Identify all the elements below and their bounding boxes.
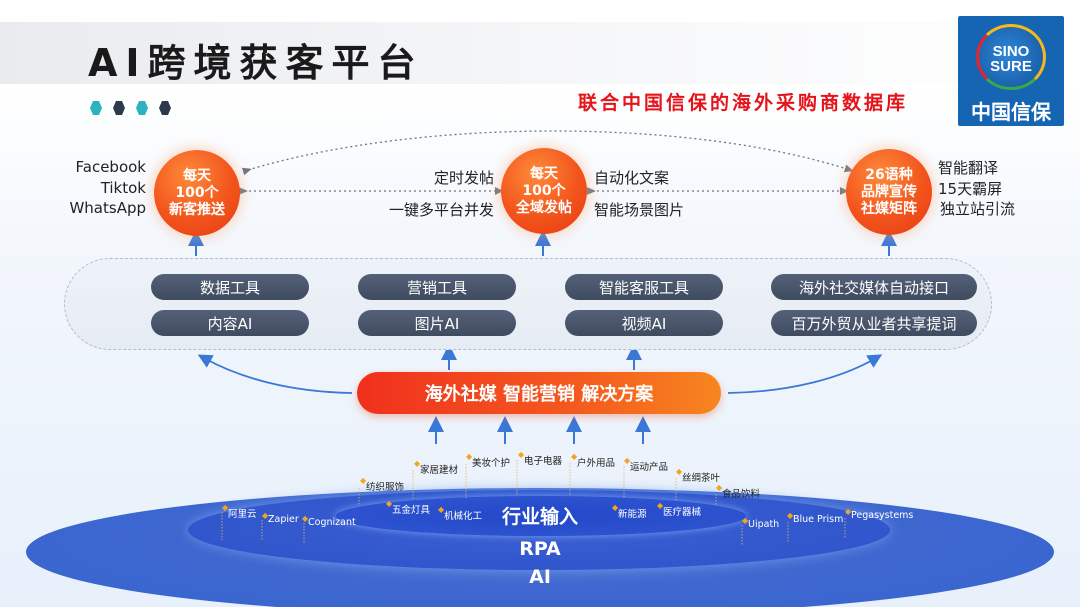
layer-industry [336, 496, 746, 536]
page-title: AI跨境获客平台 [88, 41, 424, 85]
curved-arrow-left [197, 354, 353, 394]
label-ai: AI [529, 566, 551, 588]
industry-label: ◆户外用品 [571, 452, 616, 469]
node3-side-right: 智能翻译 15天霸屏 独立站引流 [938, 158, 1038, 220]
tool-marketing: 营销工具 [358, 274, 516, 300]
node-line: 每天 [530, 165, 558, 182]
subtitle: 联合中国信保的海外采购商数据库 [578, 92, 909, 114]
curved-arrow-right [727, 354, 883, 394]
industry-label: ◆家居建材 [414, 459, 459, 476]
tool-customer-service: 智能客服工具 [565, 274, 723, 300]
platform-label: ◆Uipath [742, 516, 780, 530]
title-band [0, 22, 1080, 84]
industry-label: ◆食品饮料 [716, 483, 761, 500]
tool-content-ai: 内容AI [151, 310, 309, 336]
platform-label: ◆Zapier [262, 511, 299, 525]
sinosure-logo: SINO SURE 中国信保 [958, 16, 1064, 126]
hexagon-icon [90, 101, 102, 115]
industry-label: ◆医疗器械 [657, 501, 702, 518]
side-label: 15天霸屏 [938, 179, 1003, 198]
label-rpa: RPA [519, 538, 561, 560]
node-line: 品牌宣传 [861, 183, 917, 200]
tool-image-ai: 图片AI [358, 310, 516, 336]
industry-label: ◆电子电器 [518, 450, 563, 467]
industry-label: ◆丝绸茶叶 [676, 467, 721, 484]
platform-label: ◆Blue Prism [787, 511, 844, 525]
node-new-customers: 每天 100个 新客推送 [154, 150, 240, 236]
node1-side-left: Facebook Tiktok WhatsApp [60, 157, 146, 219]
node-line: 社媒矩阵 [861, 200, 917, 217]
side-label: 自动化文案 [594, 169, 670, 187]
hexagon-icon [159, 101, 171, 115]
tool-data: 数据工具 [151, 274, 309, 300]
decorative-dots [90, 101, 171, 115]
node-brand-matrix: 26语种 品牌宣传 社媒矩阵 [846, 149, 932, 235]
node-line: 100个 [522, 182, 566, 199]
industry-label: ◆机械化工 [438, 505, 483, 522]
hexagon-icon [113, 101, 125, 115]
solution-banner: 海外社媒 智能营销 解决方案 [357, 372, 721, 414]
side-label: Facebook [75, 158, 146, 176]
side-label: 智能场景图片 [594, 201, 685, 219]
platform-label: ◆Cognizant [302, 514, 356, 528]
industry-label: ◆运动产品 [624, 456, 669, 473]
logo-en-text: SINO SURE [972, 44, 1050, 74]
tool-video-ai: 视频AI [565, 310, 723, 336]
side-label: 一键多平台并发 [388, 201, 494, 219]
tool-shared-prompts: 百万外贸从业者共享提词 [771, 310, 977, 336]
node-line: 新客推送 [169, 201, 225, 218]
node-line: 每天 [183, 167, 211, 184]
node-line: 26语种 [865, 166, 913, 183]
industry-label: ◆五金灯具 [386, 499, 431, 516]
side-label: 定时发帖 [433, 169, 494, 187]
side-label: 独立站引流 [940, 200, 1016, 218]
side-label: Tiktok [100, 178, 146, 197]
industry-label: ◆美妆个护 [466, 452, 511, 469]
industry-label: ◆纺织服饰 [360, 476, 405, 493]
hexagon-icon [136, 101, 148, 115]
platform-label: ◆Pegasystems [845, 507, 914, 521]
node2-side-right: 自动化文案 智能场景图片 [594, 162, 714, 226]
logo-en-line1: SINO [992, 43, 1030, 60]
node-omni-posting: 每天 100个 全域发帖 [501, 148, 587, 234]
node-line: 全域发帖 [516, 199, 572, 216]
tool-social-api: 海外社交媒体自动接口 [771, 274, 977, 300]
label-industry-input: 行业输入 [501, 506, 578, 528]
side-label: WhatsApp [69, 199, 146, 217]
side-label: 智能翻译 [938, 159, 999, 177]
logo-cn-text: 中国信保 [971, 100, 1051, 124]
industry-label: ◆新能源 [612, 503, 647, 520]
node-line: 100个 [175, 184, 219, 201]
logo-en-line2: SURE [990, 58, 1032, 75]
logo-emblem [976, 24, 1046, 90]
platform-label: ◆阿里云 [222, 503, 257, 520]
node2-side-left: 定时发帖 一键多平台并发 [370, 162, 494, 226]
